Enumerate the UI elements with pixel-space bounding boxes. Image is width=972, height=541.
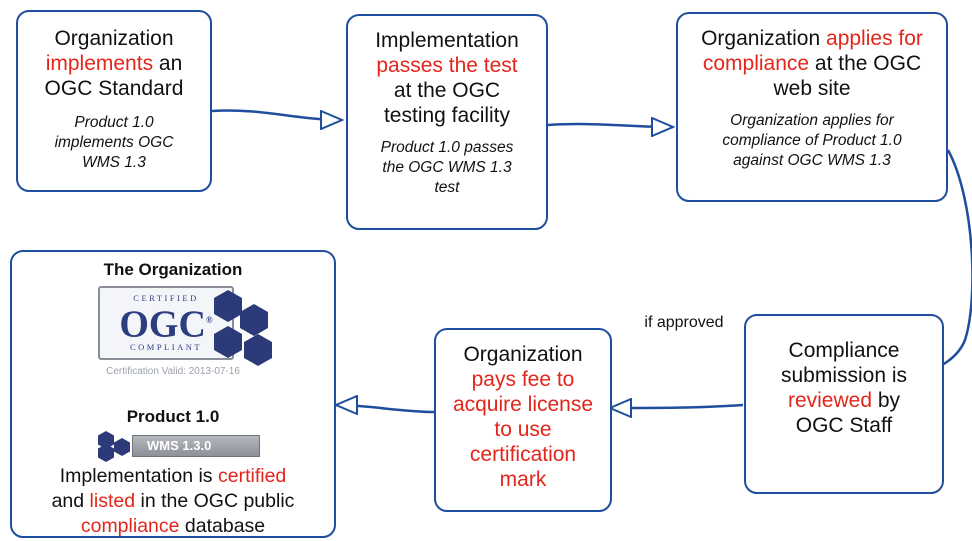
step-1-box: Organization implements an OGC Standard …	[16, 10, 212, 192]
step-6-compliance: compliance	[80, 515, 180, 537]
organization-title: The Organization	[103, 260, 243, 279]
step-5-highlight: pays fee to acquire license to use certi…	[452, 368, 594, 491]
badge-ogc-main: OGC	[119, 303, 206, 346]
step-6-seg3: and	[51, 490, 85, 512]
step-2-example: Product 1.0 passes the OGC WMS 1.3 test	[380, 139, 514, 196]
step-6-seg1: Implementation is	[59, 465, 213, 487]
edge-label-text: if approved	[644, 314, 724, 331]
step-1-seg3: an	[158, 52, 183, 75]
badge-certified-text: CERTIFIED	[133, 293, 199, 303]
step-4-text: Compliance submission is reviewed by OGC…	[762, 338, 926, 438]
arrow-1-to-2	[211, 109, 342, 120]
badge-registered: ®	[205, 315, 213, 325]
edge-label-if-approved: if approved	[634, 312, 734, 333]
step-4-box: Compliance submission is reviewed by OGC…	[744, 314, 944, 494]
step-2-text: Implementation passes the test at the OG…	[362, 28, 532, 128]
step-4-seg1: Compliance submission is	[780, 339, 908, 387]
arrow-4-to-5	[610, 405, 744, 408]
step-1-seg1: Organization	[54, 27, 174, 50]
badge-ogc-text: OGC®	[100, 300, 232, 345]
badge-compliant-text: COMPLIANT	[129, 342, 203, 352]
step-5-box: Organization pays fee to acquire license…	[434, 328, 612, 512]
step-5-text: Organization pays fee to acquire license…	[452, 342, 594, 492]
step-3-seg1: Organization	[701, 27, 821, 50]
ogc-hexagon-cluster-icon	[214, 290, 272, 366]
step-6-listed: listed	[89, 490, 136, 512]
wms-version-badge: WMS 1.3.0	[132, 435, 260, 457]
step-6-box: The Organization CERTIFIED OGC® COMPLIAN…	[10, 250, 336, 538]
product-title: Product 1.0	[126, 407, 220, 426]
step-6-certified: certified	[217, 465, 287, 487]
step-1-text: Organization implements an OGC Standard	[18, 26, 210, 101]
certification-validity: Certification Valid: 2013-07-16	[106, 366, 240, 377]
arrow-2-to-3	[547, 124, 673, 127]
arrow-5-to-6	[336, 405, 436, 412]
step-3-text: Organization applies for compliance at t…	[696, 26, 928, 101]
step-3-box: Organization applies for compliance at t…	[676, 12, 948, 202]
ogc-certified-badge: CERTIFIED OGC® COMPLIANT	[98, 286, 234, 360]
step-4-seg3: by OGC Staff	[795, 389, 901, 437]
step-5-seg1: Organization	[463, 343, 583, 366]
step-2-seg3: at the OGC testing facility	[383, 79, 511, 127]
wms-version-label: WMS 1.3.0	[147, 438, 212, 453]
step-3-seg3: at the OGC web site	[773, 52, 922, 100]
step-6-seg7: database	[184, 515, 266, 537]
step-2-highlight: passes the test	[376, 54, 518, 77]
step-2-seg1: Implementation	[375, 29, 519, 52]
step-2-box: Implementation passes the test at the OG…	[346, 14, 548, 230]
step-1-highlight: implements	[45, 52, 154, 75]
step-3-example: Organization applies for compliance of P…	[722, 112, 902, 169]
step-6-text: Implementation is certified and listed i…	[12, 464, 334, 539]
step-3-highlight: applies for compliance	[702, 27, 923, 75]
step-6-seg5: in the OGC public	[140, 490, 295, 512]
step-1-example: Product 1.0 implements OGC WMS 1.3	[54, 114, 174, 171]
step-4-highlight: reviewed	[787, 389, 872, 412]
step-1-seg4: OGC Standard	[44, 77, 184, 100]
wms-hexagon-icon	[98, 431, 130, 462]
